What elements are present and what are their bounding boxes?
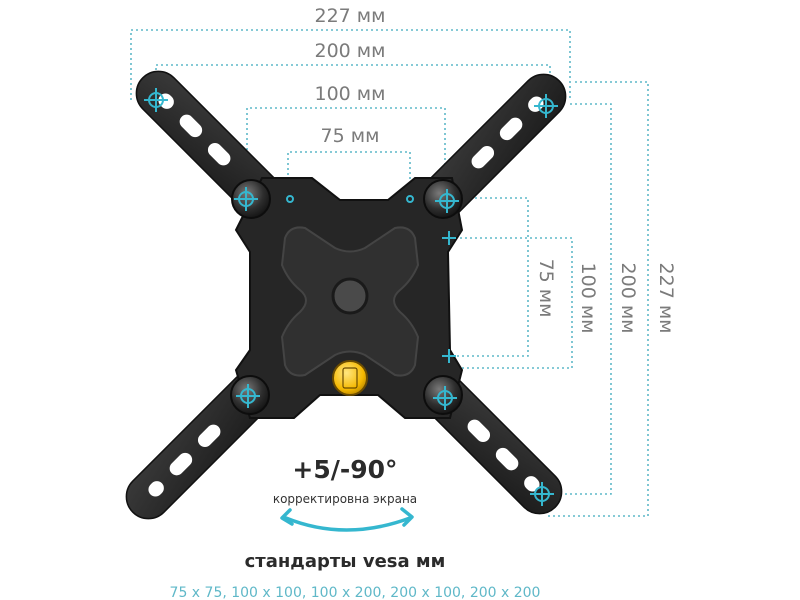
- center-plate: [234, 177, 464, 419]
- dimension-label-h-227: 227 мм: [315, 5, 386, 27]
- dimension-label-h-200: 200 мм: [315, 40, 386, 62]
- crosshair-icon: [534, 94, 558, 118]
- dimension-label-v-200: 200 мм: [617, 263, 639, 334]
- bolt-upper-right: [423, 179, 463, 219]
- bolts: [230, 179, 463, 415]
- rotation-caption: корректировна экрана: [273, 492, 417, 506]
- bolt-lower-right: [423, 375, 463, 415]
- crosshair-icon: [435, 189, 459, 213]
- dimension-label-v-100: 100 мм: [577, 263, 599, 334]
- crosshair-icon: [286, 195, 294, 203]
- crosshair-icon: [442, 349, 456, 363]
- center-hole: [331, 277, 369, 315]
- crosshair-icon: [530, 482, 554, 506]
- crosshair-icon: [234, 187, 258, 211]
- dimension-label-h-100: 100 мм: [315, 83, 386, 105]
- crosshair-icon: [433, 386, 457, 410]
- dimension-label-v-75: 75 мм: [535, 259, 557, 318]
- tilt-knob: [332, 360, 368, 396]
- dimension-label-h-75: 75 мм: [321, 125, 380, 147]
- rotation-angle: +5/-90°: [292, 455, 397, 484]
- crosshair-icon: [442, 231, 456, 245]
- crosshair-targets: [144, 88, 558, 506]
- crosshair-icon: [144, 88, 168, 112]
- rotate-arrow-icon: [280, 507, 414, 532]
- crosshair-icon: [406, 195, 414, 203]
- vesa-standards-list: 75 x 75, 100 x 100, 100 x 200, 200 x 100…: [170, 585, 541, 600]
- dimension-label-v-227: 227 мм: [655, 263, 677, 334]
- vesa-title: стандарты vesa мм: [245, 551, 446, 572]
- crosshair-icon: [236, 384, 260, 408]
